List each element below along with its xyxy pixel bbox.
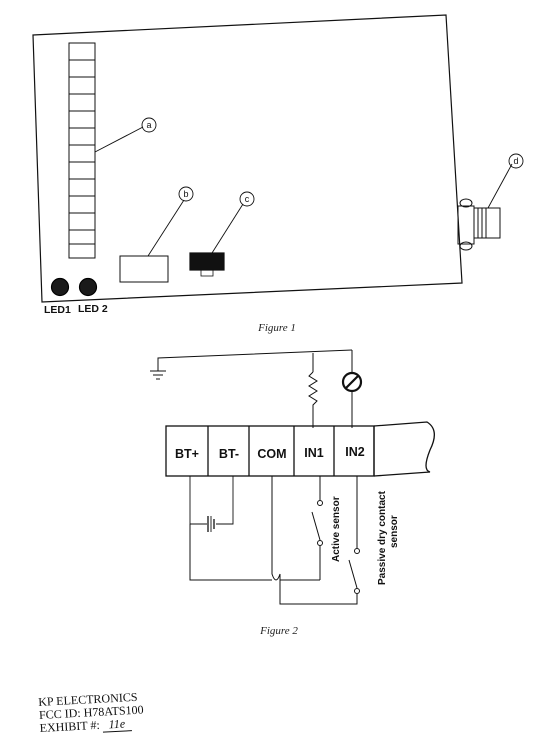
figure-1-caption: Figure 1 xyxy=(257,322,296,334)
exhibit-number: 11e xyxy=(102,716,132,733)
callout-d-leader xyxy=(487,163,513,209)
callout-d-label: d xyxy=(513,156,518,166)
active-sensor-label: Active sensor xyxy=(331,496,342,562)
component-b xyxy=(119,255,169,283)
passive-sensor-label-line2: sensor xyxy=(389,515,400,548)
connector-d xyxy=(457,198,501,251)
led1-label: LED1 xyxy=(44,304,71,316)
terminal-block xyxy=(165,421,435,477)
terminal-com: COM xyxy=(257,447,286,461)
callout-a-circle xyxy=(141,117,157,133)
led2-label: LED 2 xyxy=(78,303,108,315)
callout-a-leader xyxy=(94,126,144,153)
exhibit-footer: KP ELECTRONICS FCC ID: H78ATS100 EXHIBIT… xyxy=(38,690,145,735)
terminal-bt-plus: BT+ xyxy=(175,447,199,461)
led1-indicator xyxy=(50,277,70,297)
callout-b-leader xyxy=(147,199,185,257)
battery-circuit xyxy=(189,476,234,532)
bt-return-wire xyxy=(189,524,272,581)
terminal-bt-minus: BT- xyxy=(219,447,239,461)
callout-c-circle xyxy=(239,191,255,207)
active-sensor-switch xyxy=(311,511,321,541)
figure-1 xyxy=(32,14,524,303)
terminal-in2: IN2 xyxy=(345,445,365,459)
passive-sensor-label-line1: Passive dry contact xyxy=(377,490,388,585)
callout-c-leader xyxy=(211,203,244,254)
ground-symbol xyxy=(150,370,166,380)
callout-d-circle xyxy=(508,153,524,169)
callout-b-label: b xyxy=(183,189,188,199)
pullup-resistor xyxy=(308,371,318,428)
led-bar-segments xyxy=(68,42,96,259)
component-c xyxy=(189,252,225,271)
led2-indicator xyxy=(78,277,98,297)
circuit-board-outline xyxy=(32,14,463,303)
callout-c-label: c xyxy=(245,194,250,204)
figure-2 xyxy=(150,349,435,605)
com-wire xyxy=(271,476,320,581)
top-wire xyxy=(157,349,353,371)
callout-a-label: a xyxy=(146,120,151,130)
figure-2-caption: Figure 2 xyxy=(259,625,298,637)
callout-b-circle xyxy=(178,186,194,202)
terminal-in1: IN1 xyxy=(304,446,324,460)
passive-sensor-switch xyxy=(348,559,358,589)
